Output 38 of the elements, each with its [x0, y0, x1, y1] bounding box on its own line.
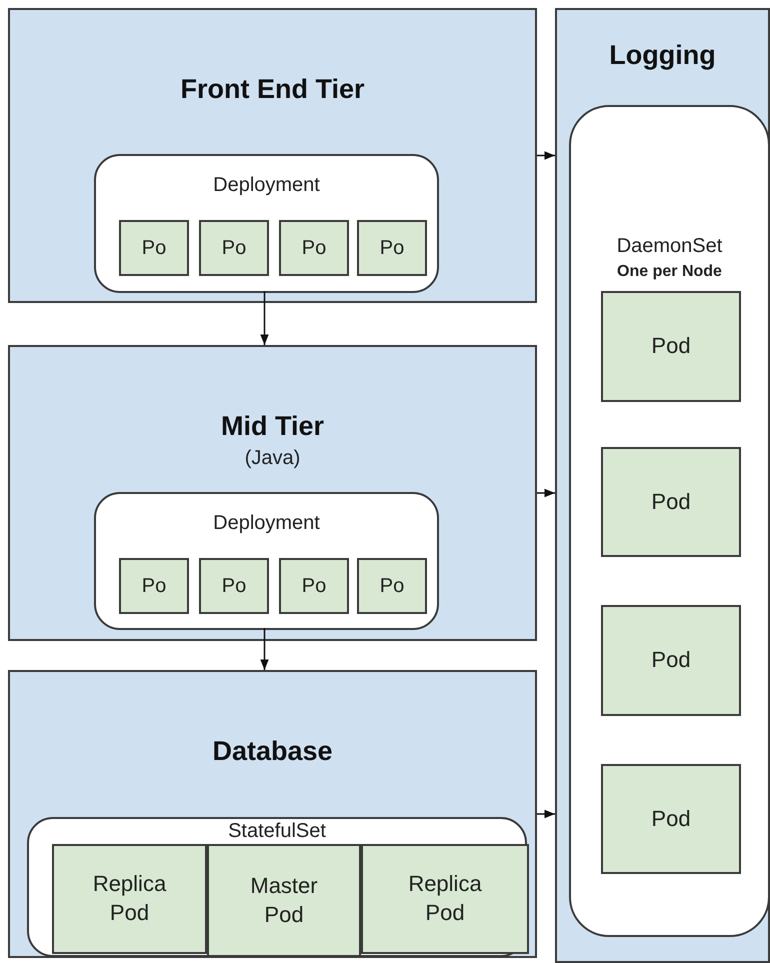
- pod-box: Pod: [601, 605, 741, 716]
- pod-box: Master Pod: [207, 844, 361, 957]
- deployment-container: [94, 154, 439, 293]
- pod-box: Po: [119, 558, 189, 614]
- container-label: Deployment: [212, 174, 321, 196]
- deployment-container: [94, 492, 439, 630]
- container-label: One per Node: [616, 263, 723, 281]
- container-label: StatefulSet: [227, 820, 327, 842]
- arrow: [537, 810, 555, 818]
- pod-box: Replica Pod: [52, 844, 207, 954]
- pod-box: Pod: [601, 291, 741, 402]
- arrow: [537, 488, 555, 498]
- logging-panel: [555, 8, 770, 963]
- container-label: DaemonSet: [616, 235, 724, 257]
- pod-box: Po: [279, 220, 349, 276]
- pod-box: Po: [357, 558, 427, 614]
- arrow: [537, 151, 555, 160]
- tier-panel: [8, 345, 537, 641]
- pod-box: Replica Pod: [361, 844, 529, 954]
- pod-box: Po: [119, 220, 189, 276]
- panel-title: Front End Tier: [179, 74, 366, 105]
- statefulset-container: [27, 817, 527, 957]
- panel-title: Mid Tier: [220, 411, 326, 442]
- container-label: Deployment: [212, 512, 321, 534]
- panel-title: Database: [211, 736, 334, 767]
- daemonset-container: [569, 105, 770, 937]
- tier-panel: [8, 8, 537, 303]
- pod-box: Pod: [601, 764, 741, 874]
- pod-box: Pod: [601, 447, 741, 557]
- panel-title: Logging: [608, 40, 717, 71]
- arrow: [260, 628, 269, 670]
- pod-box: Po: [357, 220, 427, 276]
- pod-box: Po: [279, 558, 349, 614]
- arrow: [260, 291, 269, 345]
- tier-panel: [8, 670, 537, 958]
- panel-subtitle: (Java): [244, 447, 302, 470]
- pod-box: Po: [199, 220, 269, 276]
- pod-box: Po: [199, 558, 269, 614]
